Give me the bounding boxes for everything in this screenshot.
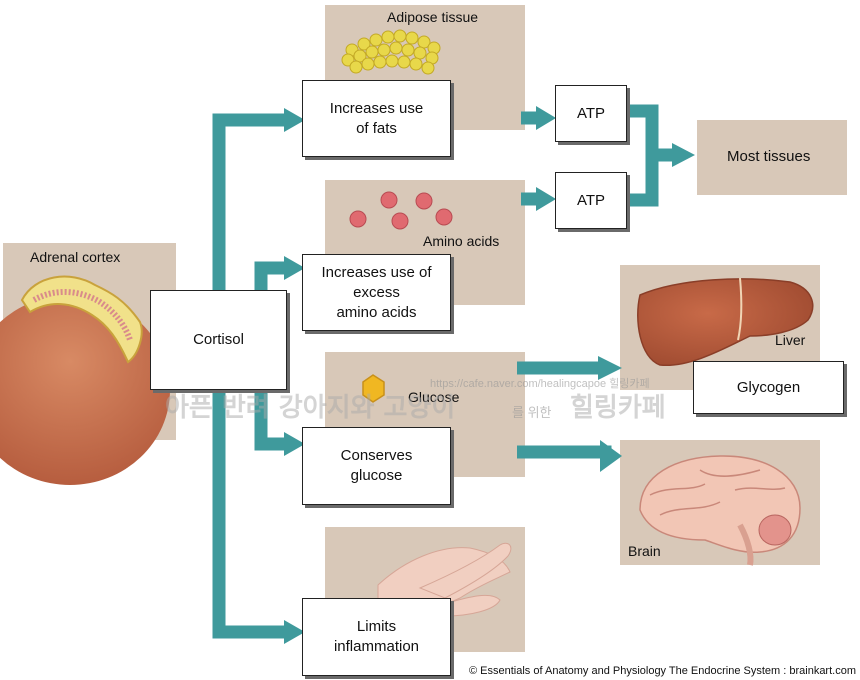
adrenal-cortex-label: Adrenal cortex	[30, 249, 121, 265]
amino-acid-spheres	[349, 191, 453, 230]
atp-bottom-box: ATP	[555, 172, 627, 229]
hands-illustration	[377, 542, 512, 617]
glucose-label: Glucose	[408, 389, 460, 405]
most-tissues-panel	[697, 120, 847, 195]
adrenal-illustration	[0, 275, 170, 485]
watermark-text-left: 아픈 반려 강아지와 고양이	[165, 393, 456, 423]
brain-illustration	[639, 455, 801, 566]
conserve-glucose-box: Conserves glucose	[302, 427, 451, 505]
watermark-text-right: 힐링카페	[570, 393, 666, 423]
watermark-text-small: 를 위한	[512, 405, 552, 420]
most-tissues-label: Most tissues	[727, 148, 811, 165]
inflammation-box: Limits inflammation	[302, 598, 451, 676]
credit-text: © Essentials of Anatomy and Physiology T…	[469, 665, 856, 677]
arrow-heads	[284, 106, 695, 644]
glycogen-box: Glycogen	[693, 361, 844, 414]
brain-label: Brain	[628, 543, 661, 559]
fats-box: Increases use of fats	[302, 80, 451, 157]
fat-cells-illustration	[341, 29, 441, 75]
adipose-tissue-label: Adipose tissue	[387, 9, 479, 25]
amino-acids-label: Amino acids	[423, 233, 500, 249]
liver-label: Liver	[775, 332, 806, 348]
liver-illustration	[637, 278, 814, 366]
atp-top-box: ATP	[555, 85, 627, 142]
amino-box: Increases use of excess amino acids	[302, 254, 451, 331]
watermark-url: https://cafe.naver.com/healingcapoe 힐링카페	[430, 378, 650, 390]
glucose-molecule	[362, 374, 385, 403]
cortisol-box: Cortisol	[150, 290, 287, 390]
